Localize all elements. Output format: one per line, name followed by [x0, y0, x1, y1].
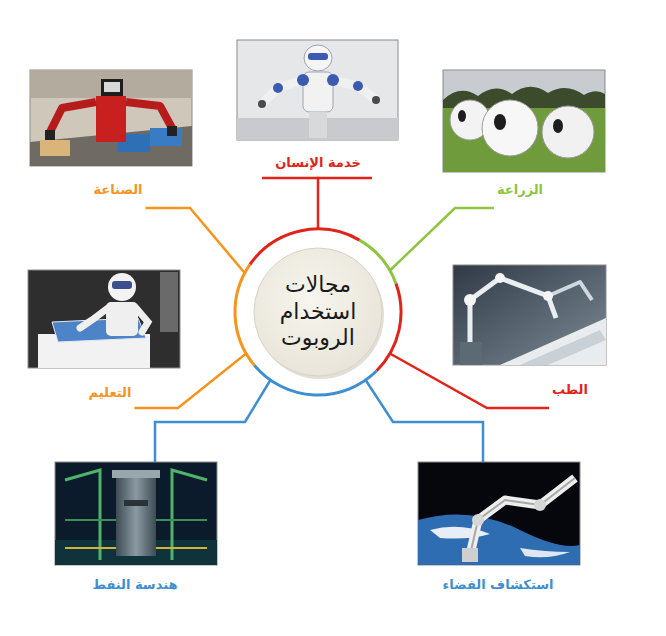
oil-photo — [55, 462, 217, 565]
industry-photo-part — [150, 128, 182, 146]
field-card: الزراعة — [443, 70, 605, 200]
education-photo-part — [28, 270, 180, 368]
industry-photo-part — [30, 70, 192, 98]
education-photo — [28, 270, 180, 368]
service-photo-part — [273, 83, 283, 93]
field-card: الطب — [453, 265, 606, 400]
agriculture-photo-part — [458, 110, 466, 122]
space-photo-part — [418, 462, 580, 565]
agriculture-photo-part — [494, 114, 506, 130]
medicine-photo-part — [495, 273, 505, 283]
branch-connector — [390, 354, 549, 409]
industry-photo-part — [126, 102, 172, 128]
branch-connector — [366, 380, 483, 462]
ring-arc — [254, 365, 376, 395]
field-label: استكشاف الفضاء — [443, 577, 554, 593]
service-photo-part — [309, 112, 327, 138]
space-photo — [418, 462, 580, 565]
ring-arc — [360, 240, 396, 283]
space-photo-part — [470, 478, 575, 555]
branch-connector — [134, 354, 246, 409]
field-label: الصناعة — [93, 182, 142, 198]
service-photo-part — [353, 81, 363, 91]
medicine-photo-part — [453, 265, 606, 365]
agriculture-photo — [443, 70, 605, 172]
medicine-photo — [453, 265, 606, 365]
space-photo-part — [472, 514, 484, 526]
space-photo-part — [520, 548, 570, 557]
medicine-photo-part — [548, 282, 592, 300]
education-photo-part — [136, 308, 148, 332]
industry-photo-part — [104, 82, 120, 92]
field-label: التعليم — [89, 385, 132, 401]
service-photo-part — [237, 40, 398, 140]
agriculture-photo-part — [482, 100, 538, 156]
service-photo-part — [308, 53, 328, 60]
field-label: خدمة الإنسان — [275, 155, 361, 171]
medicine-photo-part — [500, 318, 606, 365]
industry-photo-part — [50, 102, 96, 132]
space-photo-part — [418, 514, 580, 565]
oil-photo-part — [65, 470, 100, 560]
space-photo-part — [430, 527, 490, 539]
hub-title: مجالات استخدام الروبوت — [262, 272, 374, 352]
agriculture-photo-part — [553, 119, 563, 133]
space-photo-part — [462, 548, 478, 562]
agriculture-photo-part — [443, 70, 605, 172]
medicine-photo-part — [543, 291, 553, 301]
medicine-photo-part — [460, 342, 482, 365]
service-photo-part — [372, 96, 380, 104]
space-photo-part — [534, 499, 546, 511]
industry-photo-part — [96, 96, 126, 142]
service-photo — [237, 40, 398, 140]
agriculture-photo-part — [542, 106, 594, 158]
education-photo-part — [80, 308, 108, 328]
medicine-photo-part — [520, 330, 606, 365]
medicine-photo-part — [464, 294, 476, 306]
field-card: استكشاف الفضاء — [418, 462, 580, 595]
branch-connector — [317, 177, 320, 229]
industry-photo-part — [45, 130, 55, 140]
field-label: الزراعة — [497, 182, 543, 198]
industry-photo-part — [167, 126, 177, 136]
field-card: الصناعة — [30, 70, 192, 200]
hub-fill — [254, 248, 382, 376]
branch-connector — [155, 380, 270, 462]
branch-connector — [390, 208, 494, 271]
service-photo-part — [297, 74, 309, 86]
space-photo-part — [470, 478, 575, 555]
industry-photo-part — [101, 79, 123, 96]
field-card: هندسة النفط — [55, 462, 217, 595]
service-photo-part — [304, 45, 332, 71]
ring-arc — [250, 229, 359, 264]
service-photo-part — [327, 74, 339, 86]
oil-photo-part — [116, 474, 156, 556]
oil-photo-part — [112, 470, 160, 478]
oil-photo-part — [172, 470, 207, 560]
industry-photo — [30, 70, 192, 166]
field-label: الطب — [552, 382, 588, 398]
education-photo-part — [108, 273, 136, 301]
education-photo-part — [112, 281, 132, 289]
service-photo-part — [333, 80, 376, 100]
service-photo-part — [262, 80, 303, 104]
medicine-photo-part — [470, 278, 556, 365]
field-card: خدمة الإنسان — [237, 40, 398, 173]
industry-photo-part — [30, 70, 192, 166]
branch-connector — [146, 208, 245, 273]
industry-photo-part — [40, 140, 70, 156]
service-photo-part — [258, 100, 266, 108]
field-label: هندسة النفط — [93, 577, 178, 593]
education-photo-part — [160, 272, 178, 332]
field-card: التعليم — [28, 270, 180, 403]
hub-circle: مجالات استخدام الروبوت — [232, 226, 404, 398]
ring-arc — [377, 284, 401, 371]
ring-arc — [235, 264, 254, 365]
oil-photo-part — [124, 500, 148, 506]
oil-photo-part — [55, 462, 217, 565]
